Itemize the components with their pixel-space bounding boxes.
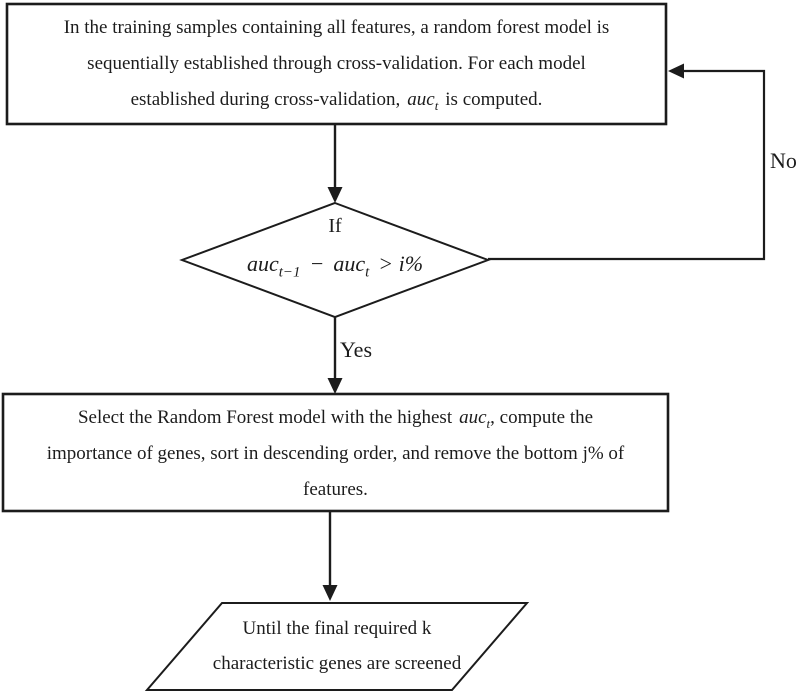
terminal-parallelogram: Until the final required k characteristi… xyxy=(147,604,527,688)
minus-operator: − xyxy=(309,251,325,276)
terminal-line2: characteristic genes are screened xyxy=(212,653,462,674)
box1-line3-tail: is computed. xyxy=(445,89,543,110)
process-box-2-shape xyxy=(1,392,670,513)
yes-branch-label: Yes xyxy=(340,337,373,362)
process-box-1: In the training samples containing all f… xyxy=(7,4,666,124)
box1-line3-text: established during cross-validation, xyxy=(130,89,401,110)
box2-line1-text: Select the Random Forest model with the … xyxy=(77,407,453,428)
decision-keyword: If xyxy=(328,215,342,237)
process-box-1-shape xyxy=(5,2,668,126)
no-branch-label: No xyxy=(770,148,797,173)
auc-t-term: auct xyxy=(459,407,491,431)
box2-line2: importance of genes, sort in descending … xyxy=(46,443,625,464)
terminal-line1: Until the final required k xyxy=(242,618,432,639)
box1-line1: In the training samples containing all f… xyxy=(63,17,610,38)
box1-line3: established during cross-validation, auct… xyxy=(131,82,543,118)
box2-line3: features. xyxy=(303,479,368,500)
box2-line1-tail: , compute the xyxy=(490,407,594,428)
no-loop-arrowhead-icon xyxy=(668,63,684,79)
arrow-box2-arrowhead-icon xyxy=(322,585,338,601)
auc-t-term: auct xyxy=(407,89,439,113)
decision-diamond-shape xyxy=(179,201,491,319)
arrow-box1-arrowhead-icon xyxy=(327,187,343,203)
threshold-term: > i% xyxy=(378,251,424,276)
process-box-2: Select the Random Forest model with the … xyxy=(3,397,668,511)
auc-t-term: auct xyxy=(333,251,370,281)
decision-expression: auct−1−auct > i% xyxy=(182,245,488,283)
decision-diamond: If auct−1−auct > i% xyxy=(182,207,488,283)
box1-line2: sequentially established through cross-v… xyxy=(87,53,586,74)
arrow-decision-arrowhead-icon xyxy=(327,378,343,394)
auc-t-minus-1-term: auct−1 xyxy=(246,251,301,281)
no-loop-connector xyxy=(488,69,766,261)
terminal-parallelogram-shape xyxy=(144,602,530,691)
box2-line1: Select the Random Forest model with the … xyxy=(78,400,593,436)
